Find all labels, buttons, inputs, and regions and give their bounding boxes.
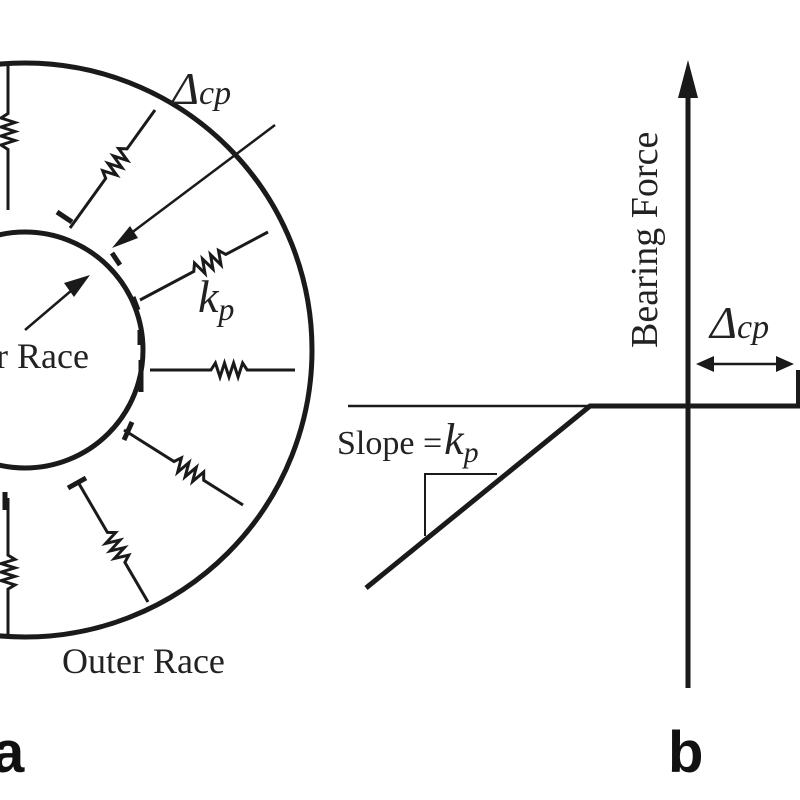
panel-a: Δcp kp r Race Outer Race a: [0, 60, 315, 785]
slope-label: Slope =kp: [337, 415, 479, 469]
panel-b: Bearing Force Δcp Slope =kp b: [337, 60, 800, 785]
spring-elements: [0, 66, 295, 634]
outer-race-circle: [0, 60, 315, 640]
panel-b-label: b: [668, 720, 703, 785]
clearance-inner-line: [24, 289, 73, 331]
panel-a-label: a: [0, 720, 25, 785]
contact-pad: [109, 251, 123, 267]
spring: [123, 428, 244, 507]
clearance-label-a: Δcp: [170, 63, 231, 114]
clearance-arrowhead-left: [696, 356, 714, 372]
contact-pad: [130, 296, 141, 311]
spring: [139, 230, 269, 302]
clearance-arrowhead-outer: [112, 226, 138, 248]
stiffness-label-a: kp: [198, 271, 234, 327]
contact-pad: [55, 209, 74, 225]
spring: [76, 481, 150, 603]
clearance-double-arrow: [696, 356, 794, 372]
inner-race-circle: [0, 229, 146, 471]
clearance-arrowhead-inner: [64, 275, 90, 297]
clearance-label-b: Δcp: [708, 297, 769, 348]
outer-race-label: Outer Race: [62, 641, 225, 681]
spring: [0, 498, 21, 634]
slope-triangle: [424, 473, 497, 536]
force-axis-label: Bearing Force: [624, 132, 666, 348]
clearance-arrows: [24, 124, 276, 331]
spring: [68, 109, 157, 229]
spring: [0, 66, 20, 210]
clearance-arrowhead-right: [776, 356, 794, 372]
clearance-outer-line: [121, 124, 276, 241]
force-axis-arrowhead: [678, 60, 698, 98]
force-deflection-curve: [364, 403, 800, 590]
inner-race-label: r Race: [0, 336, 89, 376]
spring: [150, 358, 295, 382]
